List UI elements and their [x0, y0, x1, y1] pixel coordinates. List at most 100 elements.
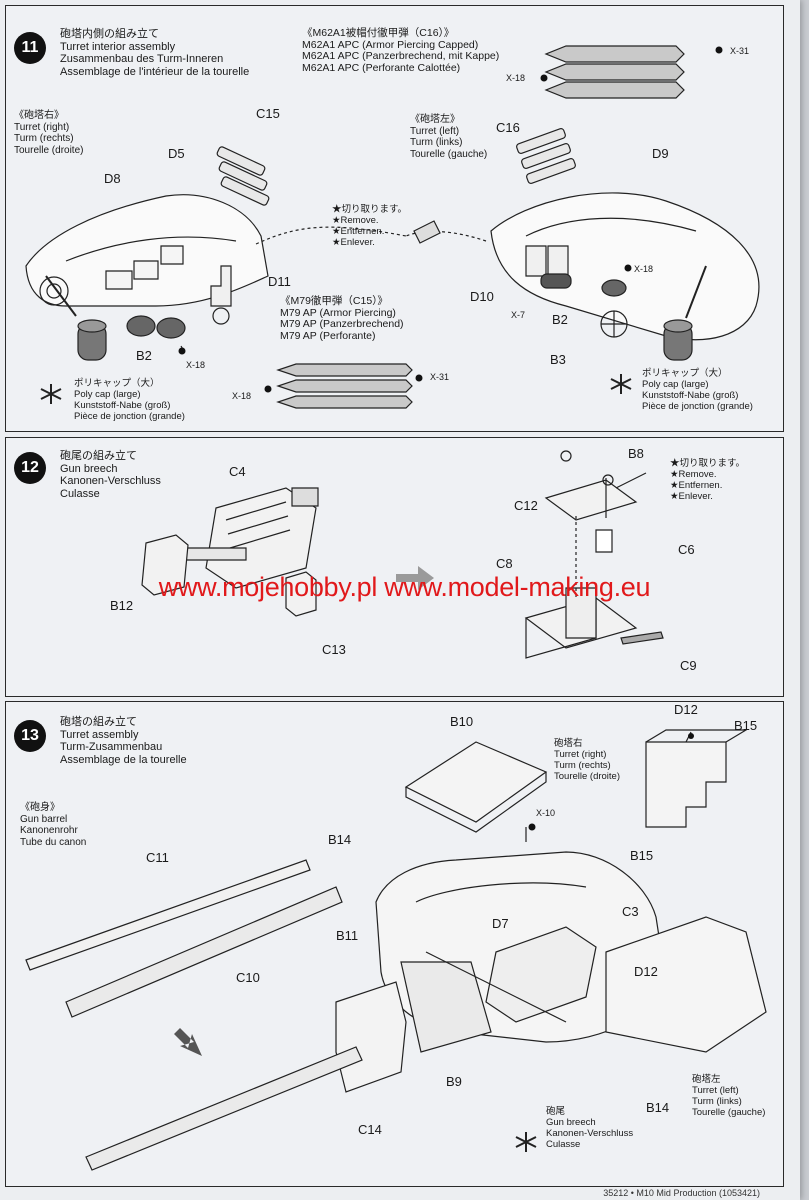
breech-label: 砲尾 Gun breech Kanonen-Verschluss Culasse: [546, 1106, 633, 1150]
part-x18-a: X-18: [186, 360, 206, 370]
part-b10: B10: [450, 714, 474, 729]
part-c4: C4: [229, 464, 246, 479]
ammo-c15-jp: 《M79徹甲弾（C15）》: [280, 295, 388, 307]
part-d12-top: D12: [674, 702, 698, 717]
breech-en: Gun breech: [546, 1117, 596, 1128]
ammo-c16-de: M62A1 APC (Panzerbrechend, mit Kappe): [302, 50, 500, 62]
part-b3: B3: [550, 352, 566, 367]
turret-right-en: Turret (right): [554, 749, 607, 760]
part-c16: C16: [496, 120, 520, 135]
step-title: 砲塔の組み立て Turret assembly Turm-Zusammenbau…: [60, 716, 187, 766]
turret-left-en: Turret (left): [692, 1085, 739, 1096]
part-c9: C9: [680, 658, 697, 673]
remove-en: ★Remove.: [670, 469, 717, 480]
part-c15: C15: [256, 106, 280, 121]
part-c11: C11: [146, 850, 169, 865]
turret-left-label: 《砲塔左》 Turret (left) Turm (links) Tourell…: [410, 114, 487, 160]
ammo-c16-label: 《M62A1被帽付徹甲弾（C16）》 M62A1 APC (Armor Pier…: [302, 27, 500, 74]
step-title: 砲塔内側の組み立て Turret interior assembly Zusam…: [60, 28, 249, 78]
polycap-right-de: Kunststoff-Nabe (groß): [642, 390, 739, 401]
remove-de: ★Entfernen.: [670, 480, 723, 491]
part-c3: C3: [622, 904, 639, 919]
polycap-left-jp: ポリキャップ（大）: [74, 378, 160, 389]
turret-right-jp: 《砲塔右》: [14, 110, 64, 121]
turret-right-fr: Tourelle (droite): [554, 771, 620, 782]
remove-fr: ★Enlever.: [670, 491, 713, 502]
ammo-c16-en: M62A1 APC (Armor Piercing Capped): [302, 38, 479, 51]
part-d12-side: D12: [634, 964, 658, 979]
polycap-left-en: Poly cap (large): [74, 389, 141, 400]
step-title-fr: Culasse: [60, 487, 100, 500]
part-d5: D5: [168, 146, 185, 161]
step-title-en: Gun breech: [60, 462, 118, 475]
part-b14-top: B14: [328, 832, 352, 847]
step-title-en: Turret interior assembly: [60, 40, 176, 53]
part-b15-top: B15: [734, 718, 758, 733]
part-b2-left: B2: [552, 312, 568, 327]
part-x18-c: X-18: [232, 391, 252, 401]
turret-left-jp: 砲塔左: [692, 1074, 721, 1085]
polycap-left-de: Kunststoff-Nabe (groß): [74, 400, 171, 411]
part-d7: D7: [492, 916, 509, 931]
part-b12: B12: [110, 598, 134, 613]
part-c14: C14: [358, 1122, 382, 1137]
step-title-jp: 砲塔内側の組み立て: [60, 28, 159, 40]
remove-note: ★切り取ります。 ★Remove. ★Entfernen. ★Enlever.: [670, 458, 745, 502]
turret-right-fr: Tourelle (droite): [14, 144, 84, 156]
step-title: 砲尾の組み立て Gun breech Kanonen-Verschluss Cu…: [60, 450, 161, 500]
part-x7: X-7: [511, 310, 526, 320]
turret-left-fr: Tourelle (gauche): [692, 1107, 766, 1118]
step-title-jp: 砲塔の組み立て: [60, 716, 137, 728]
turret-left-label: 砲塔左 Turret (left) Turm (links) Tourelle …: [692, 1074, 765, 1118]
step-title-fr: Assemblage de l'intérieur de la tourelle: [60, 65, 250, 78]
ammo-c15-fr: M79 AP (Perforante): [280, 329, 376, 342]
gun-breech-diagram: [6, 438, 783, 696]
part-x18-d: X-18: [634, 264, 654, 274]
part-d11: D11: [268, 274, 291, 289]
remove-fr: ★Enlever.: [332, 237, 375, 248]
barrel-jp: 《砲身》: [20, 802, 60, 813]
step-number-badge: 11: [14, 32, 46, 64]
step-number: 13: [21, 727, 39, 744]
turret-right-en: Turret (right): [14, 121, 70, 133]
step-number-badge: 13: [14, 720, 46, 752]
step-title-de: Zusammenbau des Turm-Inneren: [60, 53, 224, 65]
part-d9: D9: [652, 146, 669, 161]
breech-fr: Culasse: [546, 1139, 581, 1150]
part-b15-side: B15: [630, 848, 654, 863]
step-number-badge: 12: [14, 452, 46, 484]
part-c8: C8: [496, 556, 513, 571]
part-d10: D10: [470, 289, 494, 304]
part-c13: C13: [322, 642, 346, 657]
ammo-c16-fr: M62A1 APC (Perforante Calottée): [302, 61, 461, 74]
turret-right-jp: 砲塔右: [554, 738, 583, 749]
step-title-fr: Assemblage de la tourelle: [60, 753, 187, 766]
polycap-right-label: ポリキャップ（大） Poly cap (large) Kunststoff-Na…: [642, 368, 753, 412]
polycap-left-fr: Pièce de jonction (grande): [74, 411, 185, 422]
turret-right-label: 砲塔右 Turret (right) Turm (rechts) Tourell…: [554, 738, 620, 782]
part-d8: D8: [104, 171, 121, 186]
turret-left-de: Turm (links): [410, 137, 463, 148]
part-b2-right: B2: [136, 348, 152, 363]
ammo-c15-de: M79 AP (Panzerbrechend): [280, 318, 404, 330]
breech-jp: 砲尾: [546, 1106, 566, 1117]
step-title-en: Turret assembly: [60, 728, 139, 741]
step-title-de: Turm-Zusammenbau: [60, 741, 163, 753]
remove-jp: ★切り取ります。: [332, 204, 408, 215]
part-b14-bottom: B14: [646, 1100, 670, 1115]
remove-de: ★Entfernen.: [332, 226, 385, 237]
step-title-jp: 砲尾の組み立て: [60, 450, 137, 462]
turret-left-fr: Tourelle (gauche): [410, 148, 488, 160]
step-12-panel: 12 砲尾の組み立て Gun breech Kanonen-Verschluss…: [5, 437, 784, 697]
part-c6: C6: [678, 542, 695, 557]
ammo-c16-jp: 《M62A1被帽付徹甲弾（C16）》: [302, 27, 455, 39]
ammo-c15-en: M79 AP (Armor Piercing): [280, 306, 396, 319]
step-number: 12: [21, 459, 39, 476]
part-c10: C10: [236, 970, 260, 985]
step-number: 11: [21, 39, 39, 56]
turret-left-jp: 《砲塔左》: [410, 114, 460, 125]
part-x31-a: X-31: [730, 46, 750, 56]
footer-code: 35212 • M10 Mid Production (1053421): [603, 1188, 760, 1198]
part-b11: B11: [336, 928, 359, 943]
